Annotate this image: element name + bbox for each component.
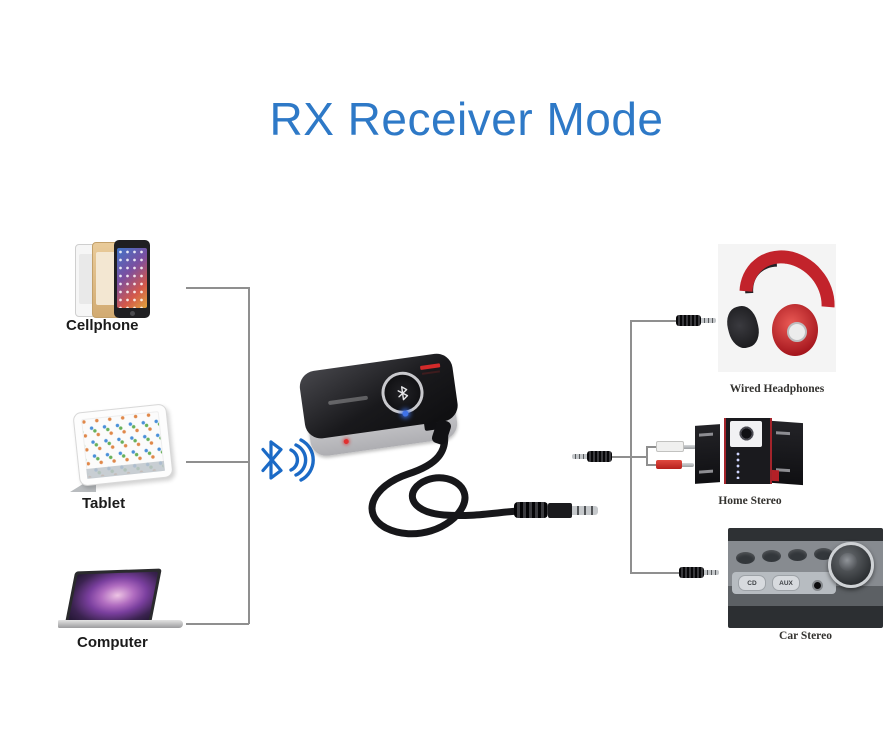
home-stereo-image bbox=[695, 416, 813, 491]
connector-line-cellphone bbox=[186, 287, 249, 289]
subwoofer bbox=[724, 418, 772, 484]
bluetooth-button-icon bbox=[378, 369, 427, 417]
dash-button bbox=[762, 550, 781, 562]
car-stereo-image: CD AUX bbox=[728, 528, 883, 628]
bluetooth-receiver-device bbox=[297, 351, 462, 459]
rca-split-bracket bbox=[646, 446, 648, 466]
laptop-screen bbox=[64, 568, 162, 628]
signal-waves-icon bbox=[289, 438, 315, 482]
car-stereo-label: Car Stereo bbox=[779, 630, 832, 642]
page-title: RX Receiver Mode bbox=[269, 93, 664, 145]
bluetooth-icon bbox=[261, 438, 315, 482]
device-top-face bbox=[297, 351, 460, 441]
cellphone-label: Cellphone bbox=[66, 317, 139, 334]
speaker-left bbox=[695, 424, 720, 484]
cellphone-image bbox=[75, 240, 160, 318]
home-stereo-label: Home Stereo bbox=[718, 495, 782, 507]
cable-35mm-plug bbox=[514, 502, 598, 518]
connector-line-headphones bbox=[630, 320, 677, 322]
volume-knob bbox=[828, 542, 874, 588]
connector-line-car bbox=[630, 572, 680, 574]
computer-image bbox=[58, 568, 183, 632]
connector-line-left-vertical bbox=[248, 287, 250, 624]
ear-cup-right bbox=[772, 304, 818, 356]
tablet-label: Tablet bbox=[82, 495, 126, 512]
dash-button bbox=[736, 552, 755, 564]
tablet-image bbox=[70, 403, 175, 492]
car-jack-icon bbox=[679, 567, 719, 578]
device-print-text bbox=[327, 395, 369, 406]
blue-status-led bbox=[402, 410, 409, 417]
cd-button: CD bbox=[738, 575, 766, 591]
rca-adapter-35mm-plug bbox=[572, 451, 612, 462]
tablet-body bbox=[72, 403, 174, 487]
device-red-print bbox=[419, 363, 441, 371]
connector-line-computer bbox=[186, 623, 249, 625]
laptop-base bbox=[58, 620, 183, 628]
connector-line-tablet bbox=[186, 461, 249, 463]
wired-headphones-label: Wired Headphones bbox=[729, 383, 825, 395]
speaker-right bbox=[772, 420, 803, 486]
rca-branch-white bbox=[646, 446, 657, 448]
black-phone bbox=[114, 240, 150, 318]
rca-branch-red bbox=[646, 464, 657, 466]
dash-button bbox=[788, 549, 807, 561]
headphones-jack-icon bbox=[676, 315, 716, 326]
rca-adapter-line bbox=[612, 456, 647, 458]
rca-plug-red bbox=[656, 460, 694, 469]
wired-headphones-image bbox=[718, 231, 855, 372]
dash-button-strip: CD AUX bbox=[732, 572, 836, 594]
aux-button: AUX bbox=[772, 575, 800, 591]
computer-label: Computer bbox=[77, 634, 148, 651]
connector-line-right-vertical bbox=[630, 320, 632, 573]
aux-port-hole bbox=[812, 580, 823, 591]
rca-plug-white bbox=[656, 441, 696, 452]
